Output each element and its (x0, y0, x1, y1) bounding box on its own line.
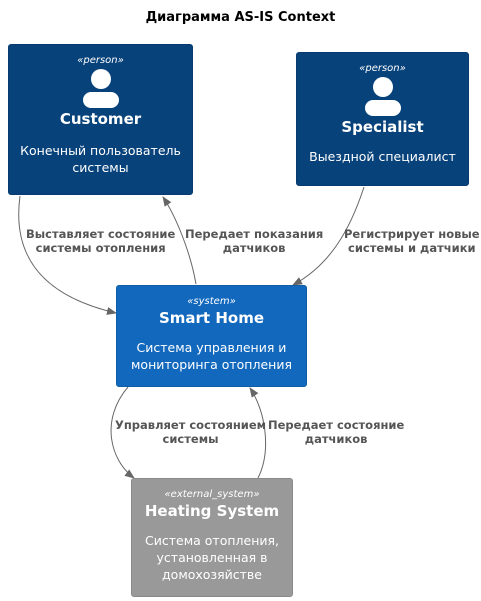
person-icon (82, 69, 119, 108)
heating-system-node[interactable]: «external_system» Heating System Система… (131, 478, 293, 597)
edge-smarthome-to-customer (162, 196, 197, 285)
person-icon (364, 77, 401, 116)
customer-description-text: Конечный пользователь системы (20, 143, 181, 175)
heating-stereotype: «external_system» (164, 489, 260, 500)
edge-label-customer-to-smarthome: Выставляет состояние системы отопления (26, 227, 176, 255)
edge-heating-to-smarthome (249, 387, 267, 479)
heating-description: Система отопления, установленная в домох… (145, 533, 279, 582)
smarthome-node[interactable]: «system» Smart Home Система управления и… (116, 285, 307, 387)
edge-label-smarthome-to-customer: Передает показания датчиков (185, 227, 324, 255)
specialist-node[interactable]: «person» Specialist Выездной специалист (296, 52, 469, 186)
smarthome-name: Smart Home (158, 309, 264, 327)
smarthome-description: Система управления и мониторинга отоплен… (131, 340, 292, 372)
customer-description: Конечный пользователь системы (9, 142, 192, 176)
diagram-title: Диаграмма AS-IS Context (145, 10, 336, 25)
edge-customer-to-smarthome (18, 195, 117, 315)
specialist-name: Specialist (341, 118, 424, 136)
customer-node[interactable]: «person» Customer Конечный пользователь … (8, 44, 193, 195)
specialist-stereotype: «person» (359, 63, 406, 74)
edge-label-heating-to-smarthome: Передает состояние датчиков (268, 418, 405, 446)
customer-name: Customer (59, 110, 142, 128)
heating-name: Heating System (144, 502, 280, 520)
edge-smarthome-to-heating (110, 386, 135, 479)
smarthome-stereotype: «system» (187, 296, 236, 307)
edge-specialist-to-smarthome (292, 186, 365, 286)
customer-stereotype: «person» (77, 55, 124, 66)
specialist-description: Выездной специалист (309, 149, 456, 164)
edge-label-specialist-to-smarthome: Регистрирует новые системы и датчики (344, 227, 480, 255)
edge-label-smarthome-to-heating: Управляет состоянием системы (115, 418, 267, 446)
